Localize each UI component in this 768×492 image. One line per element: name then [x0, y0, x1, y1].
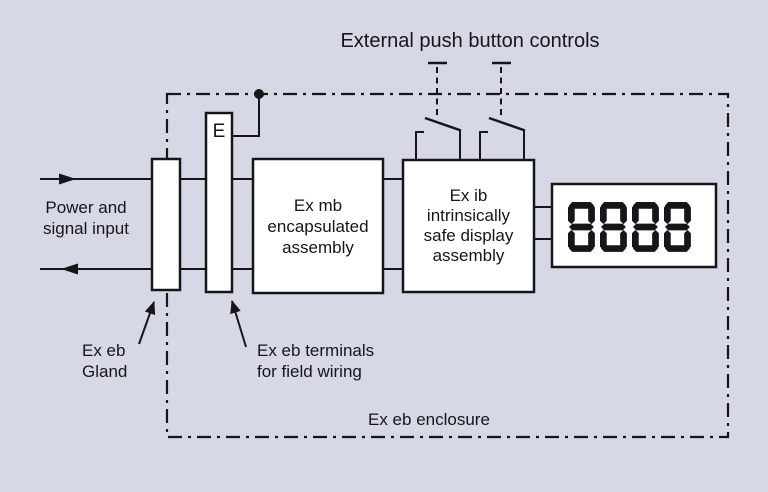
switch-lever-icon — [488, 116, 526, 132]
earth-terminal-label: E — [212, 121, 226, 142]
terminals-label-line2: for field wiring — [257, 362, 362, 381]
ex-ib-box — [401, 158, 536, 294]
ex-ib-line3: safe display — [423, 226, 514, 245]
gland-label-line1: Ex eb — [82, 341, 126, 360]
gland-pointer-arrow — [138, 301, 156, 345]
switch-symbol-2 — [479, 116, 526, 160]
ex-ib-box-label: Ex ib intrinsically safe display assembl… — [403, 160, 534, 292]
display-box — [550, 182, 718, 269]
gland-label: Ex eb Gland — [82, 340, 127, 382]
ex-mb-line2: encapsulated — [267, 216, 369, 236]
ex-mb-box-label: Ex mb encapsulated assembly — [253, 159, 383, 293]
enclosure-label: Ex eb enclosure — [368, 410, 490, 429]
switch-lever-icon — [424, 116, 462, 132]
ex-mb-line3: assembly — [282, 237, 354, 257]
switch-symbol-1 — [415, 116, 462, 160]
earth-bond-connection — [231, 89, 264, 137]
gland-label-line2: Gland — [82, 362, 128, 381]
input-arrow-icon — [59, 173, 76, 185]
ex-ib-line2: intrinsically — [426, 206, 511, 225]
push-button-actuators — [428, 61, 511, 117]
power-input-label-line2: signal input — [42, 219, 129, 238]
return-arrow-icon — [61, 263, 78, 275]
ex-ib-line4: assembly — [432, 246, 505, 265]
gland-box — [150, 157, 182, 292]
terminals-pointer-arrow — [230, 300, 247, 348]
power-input-label-line1: Power and — [45, 198, 127, 217]
diagram-title: External push button controls — [340, 30, 600, 52]
terminals-label: Ex eb terminals for field wiring — [257, 340, 374, 382]
terminals-label-line1: Ex eb terminals — [257, 341, 375, 360]
power-input-label: Power and signal input — [20, 197, 152, 239]
ex-ib-line1: Ex ib — [449, 186, 488, 205]
ex-mb-line1: Ex mb — [293, 195, 343, 215]
display-wires — [534, 206, 552, 240]
junction-dot — [254, 89, 264, 99]
ex-mb-box — [251, 157, 385, 295]
terminal-strip-box — [204, 111, 234, 294]
